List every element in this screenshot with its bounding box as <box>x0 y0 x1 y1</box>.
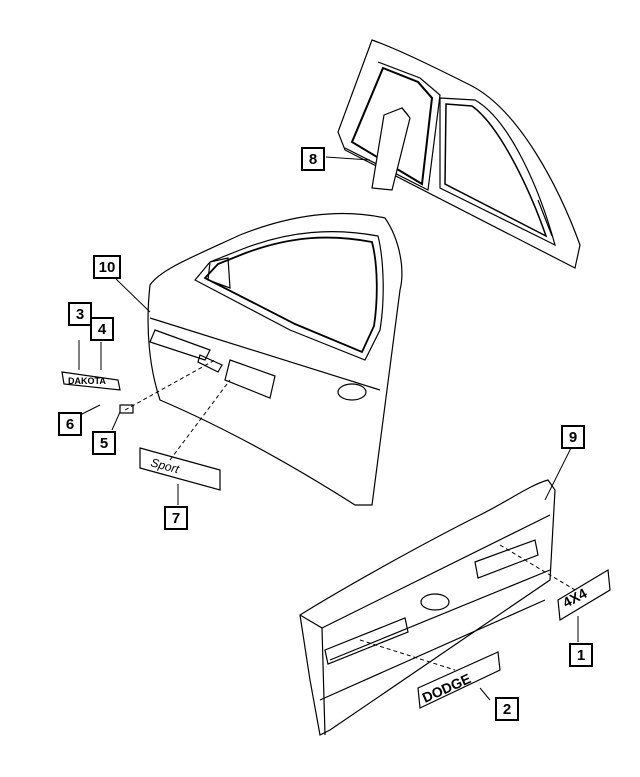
callout-2[interactable]: 2 <box>495 697 519 721</box>
callout-9[interactable]: 9 <box>561 425 585 449</box>
callout-7[interactable]: 7 <box>164 506 188 530</box>
tailgate <box>299 479 556 736</box>
4x4-emblem: 4X4 <box>557 568 611 622</box>
dakota-text: DAKOTA <box>68 376 106 386</box>
callout-5[interactable]: 5 <box>92 431 116 455</box>
dakota-nameplate: DAKOTA <box>61 371 134 414</box>
b-pillar-applique <box>371 107 411 191</box>
callout-1[interactable]: 1 <box>569 643 593 667</box>
sport-decal: Sport <box>139 447 221 491</box>
callout-10[interactable]: 10 <box>93 255 121 279</box>
leader-lines <box>78 156 579 701</box>
callout-8[interactable]: 8 <box>301 147 325 171</box>
callout-6[interactable]: 6 <box>58 412 82 436</box>
front-door <box>147 212 403 506</box>
callout-4[interactable]: 4 <box>90 317 114 341</box>
callout-3[interactable]: 3 <box>68 302 92 326</box>
rear-cab-panel <box>337 39 581 269</box>
